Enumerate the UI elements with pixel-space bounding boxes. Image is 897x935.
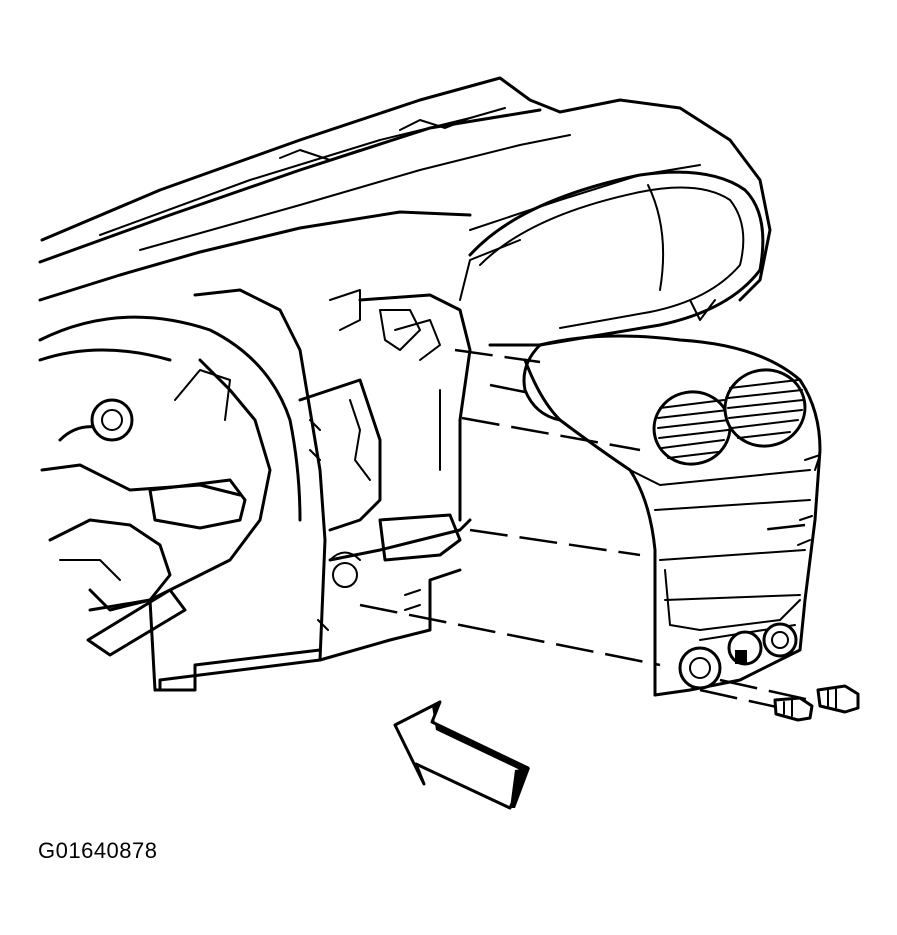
right-air-vent [723,368,807,448]
instrument-panel-upper [38,76,772,347]
left-air-vent [652,390,732,466]
arrow-icon [393,700,530,810]
center-trim-bezel [522,334,822,697]
figure-id-label: G01640878 [38,838,158,863]
steering-column-area [38,315,322,692]
center-support-bracket [193,288,472,662]
bolt-icon [773,696,814,722]
fastener-bolts [773,684,860,722]
control-knobs [678,622,798,690]
bolt-icon [816,684,860,714]
